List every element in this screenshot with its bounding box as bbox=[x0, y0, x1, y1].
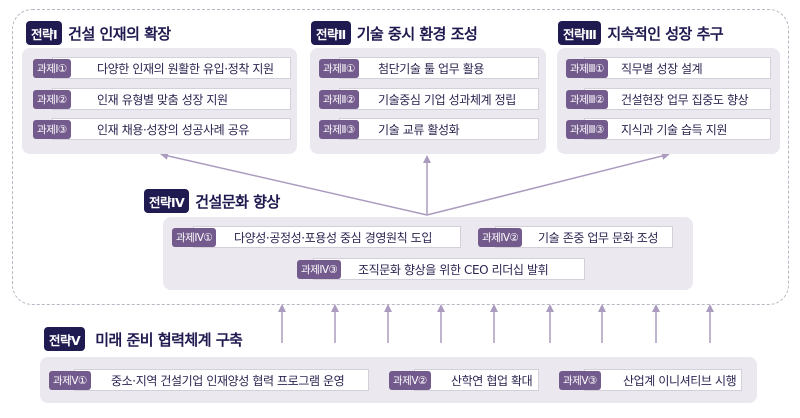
task-text: 중소·지역 건설기업 인재양성 협력 프로그램 운영 bbox=[74, 369, 369, 391]
task-text: 기술 존중 업무 문화 조성 bbox=[495, 226, 673, 248]
task-5-2: 산학연 협업 확대 과제Ⅴ② bbox=[389, 369, 539, 391]
task-tag: 과제Ⅴ① bbox=[49, 371, 91, 390]
strategy-3-header: 전략Ⅲ 지속적인 성장 추구 bbox=[558, 21, 724, 45]
arrow-to-strategy-3 bbox=[426, 152, 670, 216]
task-tag: 과제Ⅱ② bbox=[319, 90, 359, 109]
strategy-5-task-group: 중소·지역 건설기업 인재양성 협력 프로그램 운영 과제Ⅴ① 산학연 협업 확… bbox=[40, 357, 757, 403]
strategy-2-task-group: 첨단기술 툴 업무 활용 과제Ⅱ① 기술중심 기업 성과체계 정립 과제Ⅱ② 기… bbox=[310, 48, 546, 154]
task-tag: 과제Ⅰ① bbox=[33, 59, 71, 78]
task-text: 인재 채용·성장의 성공사례 공유 bbox=[52, 118, 291, 140]
strategy-3-badge: 전략Ⅲ bbox=[558, 21, 602, 45]
task-tag: 과제Ⅴ② bbox=[389, 371, 431, 390]
task-tag: 과제Ⅴ③ bbox=[559, 371, 601, 390]
task-5-1: 중소·지역 건설기업 인재양성 협력 프로그램 운영 과제Ⅴ① bbox=[49, 369, 369, 391]
task-text: 기술 교류 활성화 bbox=[339, 118, 539, 140]
task-tag: 과제Ⅱ① bbox=[319, 59, 359, 78]
task-tag: 과제Ⅰ③ bbox=[33, 120, 71, 139]
task-text: 다양성·공정성·포용성 중심 경영원칙 도입 bbox=[193, 226, 461, 248]
task-text: 조직문화 향상을 위한 CEO 리더십 발휘 bbox=[313, 258, 585, 280]
upper-strategies-container bbox=[12, 9, 789, 305]
task-text: 건설현장 업무 집중도 향상 bbox=[584, 88, 771, 110]
task-tag: 과제Ⅳ② bbox=[478, 228, 523, 247]
strategy-5-header: 전략Ⅴ 미래 준비 협력체계 구축 bbox=[44, 327, 243, 351]
task-2-3: 기술 교류 활성화 과제Ⅱ③ bbox=[319, 118, 539, 140]
task-text: 산학연 협업 확대 bbox=[414, 369, 539, 391]
strategy-4-header: 전략Ⅳ 건설문화 향상 bbox=[144, 189, 280, 213]
task-tag: 과제Ⅱ③ bbox=[319, 120, 359, 139]
task-text: 지식과 기술 습득 지원 bbox=[584, 118, 771, 140]
strategy-1-badge: 전략Ⅰ bbox=[26, 21, 63, 45]
strategy-4-task-group: 다양성·공정성·포용성 중심 경영원칙 도입 과제Ⅳ① 기술 존중 업무 문화 … bbox=[163, 217, 693, 290]
strategy-2-title: 기술 중시 환경 조성 bbox=[356, 24, 478, 43]
task-1-3: 인재 채용·성장의 성공사례 공유 과제Ⅰ③ bbox=[33, 118, 291, 140]
task-text: 기술중심 기업 성과체계 정립 bbox=[339, 88, 539, 110]
task-text: 첨단기술 툴 업무 활용 bbox=[339, 57, 539, 79]
strategy-4-badge: 전략Ⅳ bbox=[144, 189, 190, 213]
task-5-3: 산업계 이니셔티브 시행 과제Ⅴ③ bbox=[559, 369, 742, 391]
task-tag: 과제Ⅳ① bbox=[172, 228, 217, 247]
task-1-1: 다양한 인재의 원활한 유입·정착 지원 과제Ⅰ① bbox=[33, 57, 291, 79]
task-tag: 과제Ⅲ① bbox=[566, 59, 608, 78]
task-tag: 과제Ⅲ② bbox=[566, 90, 608, 109]
strategy-5-badge: 전략Ⅴ bbox=[44, 327, 86, 351]
task-3-2: 건설현장 업무 집중도 향상 과제Ⅲ② bbox=[566, 88, 771, 110]
task-4-3: 조직문화 향상을 위한 CEO 리더십 발휘 과제Ⅳ③ bbox=[297, 258, 585, 280]
arrow-to-strategy-1 bbox=[160, 151, 428, 216]
task-1-2: 인재 유형별 맞춤 성장 지원 과제Ⅰ② bbox=[33, 88, 291, 110]
task-2-1: 첨단기술 툴 업무 활용 과제Ⅱ① bbox=[319, 57, 539, 79]
strategy-1-task-group: 다양한 인재의 원활한 유입·정착 지원 과제Ⅰ① 인재 유형별 맞춤 성장 지… bbox=[22, 48, 297, 154]
task-text: 인재 유형별 맞춤 성장 지원 bbox=[52, 88, 291, 110]
task-3-1: 직무별 성장 설계 과제Ⅲ① bbox=[566, 57, 771, 79]
task-4-1: 다양성·공정성·포용성 중심 경영원칙 도입 과제Ⅳ① bbox=[172, 226, 461, 248]
task-2-2: 기술중심 기업 성과체계 정립 과제Ⅱ② bbox=[319, 88, 539, 110]
task-text: 직무별 성장 설계 bbox=[584, 57, 771, 79]
strategy-3-title: 지속적인 성장 추구 bbox=[607, 24, 724, 43]
strategy-1-title: 건설 인재의 확장 bbox=[68, 24, 171, 43]
task-tag: 과제Ⅳ③ bbox=[297, 260, 342, 279]
task-tag: 과제Ⅰ② bbox=[33, 90, 71, 109]
strategy-4-title: 건설문화 향상 bbox=[195, 192, 280, 211]
strategy-2-badge: 전략Ⅱ bbox=[311, 21, 351, 45]
task-3-3: 지식과 기술 습득 지원 과제Ⅲ③ bbox=[566, 118, 771, 140]
task-4-2: 기술 존중 업무 문화 조성 과제Ⅳ② bbox=[478, 226, 673, 248]
task-text: 산업계 이니셔티브 시행 bbox=[584, 369, 742, 391]
task-tag: 과제Ⅲ③ bbox=[566, 120, 608, 139]
strategy-3-task-group: 직무별 성장 설계 과제Ⅲ① 건설현장 업무 집중도 향상 과제Ⅲ② 지식과 기… bbox=[557, 48, 780, 154]
strategy-1-header: 전략Ⅰ 건설 인재의 확장 bbox=[26, 21, 171, 45]
task-text: 다양한 인재의 원활한 유입·정착 지원 bbox=[52, 57, 291, 79]
strategy-5-title: 미래 준비 협력체계 구축 bbox=[95, 330, 243, 349]
strategy-2-header: 전략Ⅱ 기술 중시 환경 조성 bbox=[311, 21, 478, 45]
